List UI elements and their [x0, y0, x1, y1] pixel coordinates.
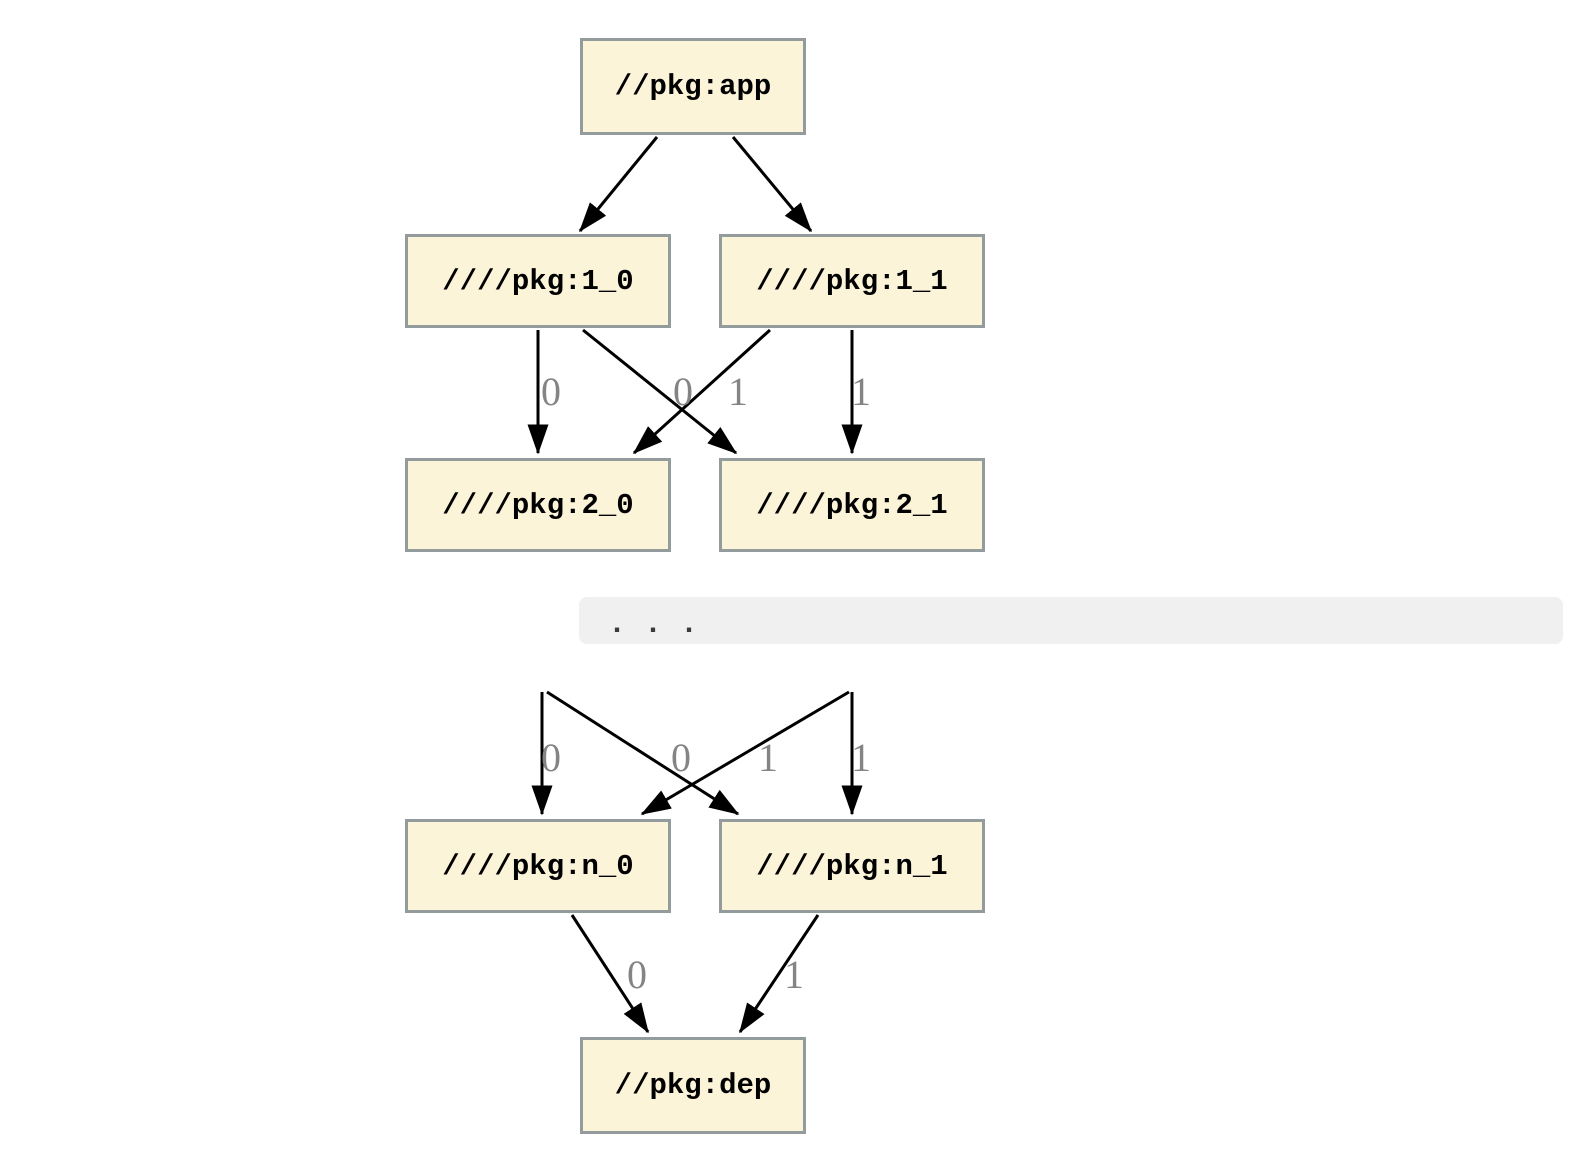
edge-label-1-0-to-2-0: 0 [541, 369, 561, 414]
edge-label-hidden-to-n-1-right: 1 [851, 735, 871, 780]
edge-label-1-0-to-2-1: 1 [728, 369, 748, 414]
edge-1-1-to-2-0 [632, 328, 772, 455]
edge-label-hidden-to-n-1-mid: 1 [758, 735, 778, 780]
ellipsis-band: . . . [579, 597, 1563, 644]
node-pkg-app-label: //pkg:app [614, 70, 772, 103]
edge-label-n-0-to-dep: 0 [627, 952, 647, 997]
node-pkg-n-1: ////pkg:n_1 [719, 819, 985, 913]
edge-hidden-right-to-n-0 [640, 690, 850, 816]
edge-n-1-to-dep [738, 914, 820, 1034]
edge-n-0-to-dep [570, 914, 650, 1034]
node-pkg-1-0: ////pkg:1_0 [405, 234, 671, 328]
edge-hidden-left-to-n-1 [546, 690, 740, 816]
edge-label-1-1-to-2-1: 1 [851, 369, 871, 414]
edge-label-hidden-to-n-0-mid: 0 [671, 735, 691, 780]
node-pkg-2-0: ////pkg:2_0 [405, 458, 671, 552]
edge-app-to-1-0 [578, 136, 659, 233]
node-pkg-1-1: ////pkg:1_1 [719, 234, 985, 328]
edge-label-1-1-to-2-0: 0 [673, 369, 693, 414]
node-pkg-2-1: ////pkg:2_1 [719, 458, 985, 552]
node-pkg-dep-label: //pkg:dep [614, 1069, 772, 1102]
node-pkg-n-0-label: ////pkg:n_0 [442, 849, 634, 883]
ellipsis-text: . . . [608, 607, 699, 642]
edge-label-n-1-to-dep: 1 [784, 952, 804, 997]
edge-app-to-1-1 [731, 136, 813, 233]
node-pkg-n-0: ////pkg:n_0 [405, 819, 671, 913]
node-pkg-n-1-label: ////pkg:n_1 [756, 849, 948, 883]
edge-1-0-to-2-1 [582, 328, 738, 455]
node-pkg-dep: //pkg:dep [580, 1037, 806, 1134]
node-pkg-app: //pkg:app [580, 38, 806, 135]
node-pkg-2-1-label: ////pkg:2_1 [756, 488, 948, 522]
node-pkg-1-0-label: ////pkg:1_0 [442, 264, 634, 298]
node-pkg-1-1-label: ////pkg:1_1 [756, 264, 948, 298]
node-pkg-2-0-label: ////pkg:2_0 [442, 488, 634, 522]
edge-label-hidden-to-n-0-left: 0 [541, 735, 561, 780]
